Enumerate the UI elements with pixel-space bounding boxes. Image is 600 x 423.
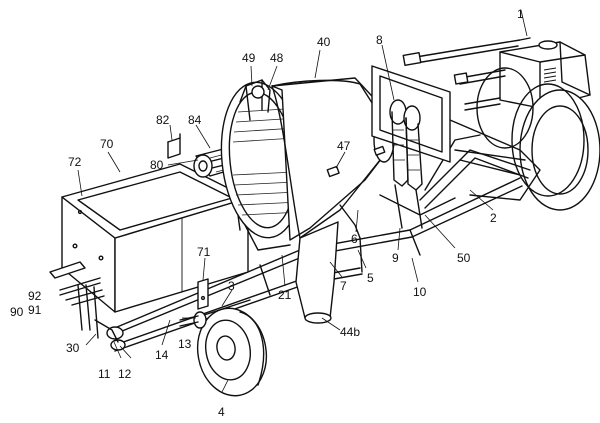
ref-label-70: 70 <box>100 137 114 151</box>
ref-label-92: 92 <box>28 289 42 303</box>
ref-label-13: 13 <box>178 337 192 351</box>
ref-label-80: 80 <box>150 158 164 172</box>
ref-label-14: 14 <box>155 348 169 362</box>
ref-label-72: 72 <box>68 155 82 169</box>
ref-label-7: 7 <box>340 279 347 293</box>
ref-label-10: 10 <box>413 285 427 299</box>
reference-labels: 1 2 3 4 5 6 7 8 9 10 11 12 13 14 21 30 4… <box>10 7 524 419</box>
ref-label-40: 40 <box>317 35 331 49</box>
ref-label-48: 48 <box>270 51 284 65</box>
ref-label-6: 6 <box>351 232 358 246</box>
ref-label-84: 84 <box>188 113 202 127</box>
ref-label-90: 90 <box>10 305 24 319</box>
ref-label-2: 2 <box>490 211 497 225</box>
ref-label-50: 50 <box>457 251 471 265</box>
ref-label-5: 5 <box>367 271 374 285</box>
ref-label-3: 3 <box>228 279 235 293</box>
hopper-box <box>61 163 249 313</box>
ref-label-71: 71 <box>197 245 211 259</box>
ref-label-44b: 44b <box>340 325 360 339</box>
ref-label-11: 11 <box>98 367 111 381</box>
ref-label-8: 8 <box>376 33 383 47</box>
ref-label-91: 91 <box>28 303 42 317</box>
ref-label-30: 30 <box>66 341 80 355</box>
ref-label-49: 49 <box>242 51 256 65</box>
tractor-engine <box>402 37 600 211</box>
leader-lines <box>77 9 528 393</box>
ref-label-4: 4 <box>218 405 225 419</box>
ref-label-9: 9 <box>392 251 399 265</box>
ref-label-12: 12 <box>118 367 132 381</box>
ref-label-82: 82 <box>156 113 170 127</box>
ref-label-21: 21 <box>278 288 292 302</box>
ref-label-1: 1 <box>517 7 524 21</box>
trailer-wheel <box>179 299 268 397</box>
ref-label-47: 47 <box>337 139 351 153</box>
